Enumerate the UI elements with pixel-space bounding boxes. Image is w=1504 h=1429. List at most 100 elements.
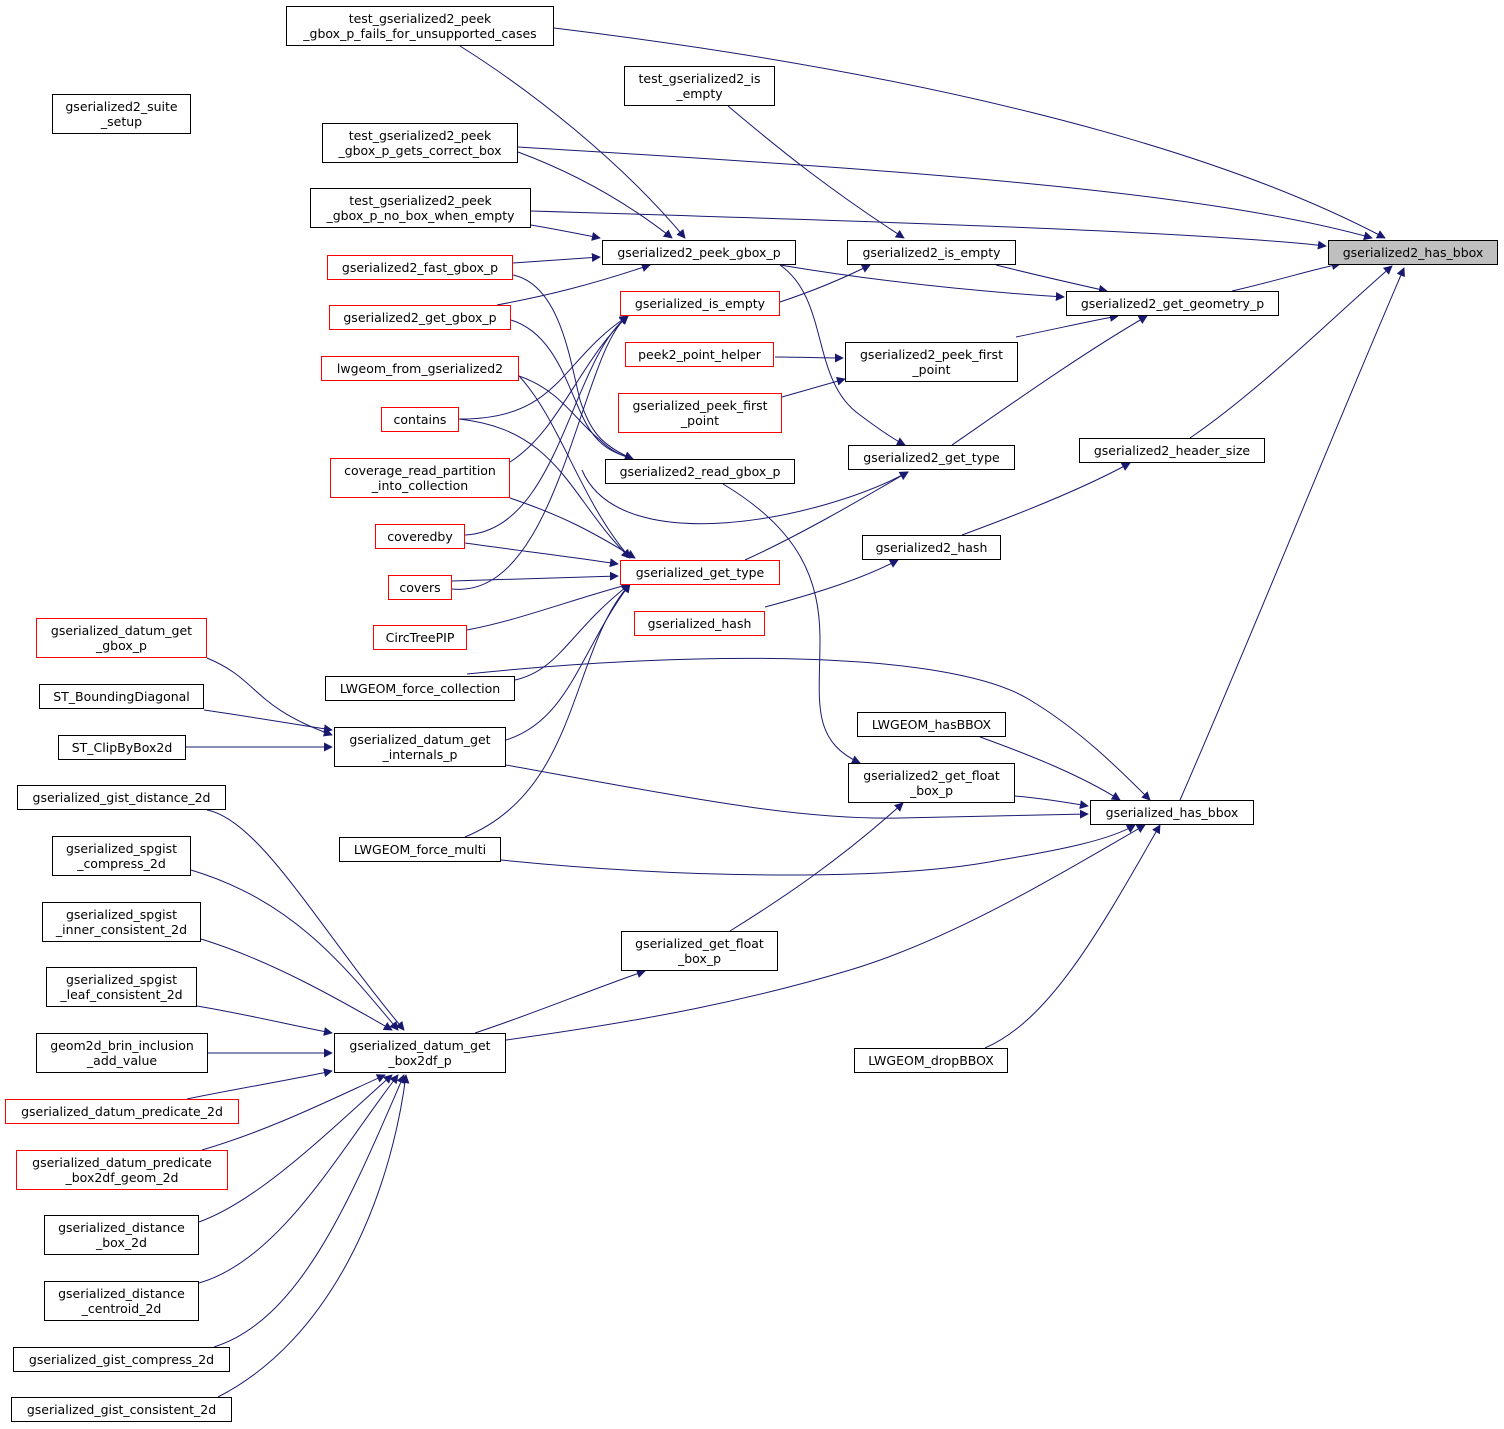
node-test-peek-gbox-p-no-box-when-empty[interactable]: test_gserialized2_peek _gbox_p_no_box_wh… [310,188,531,228]
call-edge [779,264,871,303]
call-edge [206,657,333,737]
call-edge [464,583,631,838]
node-lwgeom-force-multi[interactable]: LWGEOM_force_multi [339,837,501,862]
call-edge [518,375,634,461]
node-gserialized-datum-get-box2df-p[interactable]: gserialized_datum_get _box2df_p [334,1033,506,1073]
call-edge [505,583,631,741]
call-edge [464,315,629,536]
call-edge [727,105,905,239]
node-lwgeom-from-gserialized2[interactable]: lwgeom_from_gserialized2 [321,356,519,381]
node-contains[interactable]: contains [381,407,459,432]
node-gserialized-get-float-box-p[interactable]: gserialized_get_float _box_p [621,931,778,971]
node-gserialized2-header-size[interactable]: gserialized2_header_size [1079,438,1265,463]
call-edge [779,264,1065,301]
node-test-peek-gbox-p-fails-for-unsupported-cases[interactable]: test_gserialized2_peek _gbox_p_fails_for… [286,6,554,46]
node-st-boundingdiagonal[interactable]: ST_BoundingDiagonal [39,684,204,709]
node-gserialized-datum-predicate-box2df-geom-2d[interactable]: gserialized_datum_predicate _box2df_geom… [16,1150,228,1190]
node-gserialized-is-empty[interactable]: gserialized_is_empty [620,291,780,316]
node-gserialized-spgist-inner-consistent-2d[interactable]: gserialized_spgist _inner_consistent_2d [42,902,201,942]
call-edge [458,315,629,420]
node-coveredby[interactable]: coveredby [375,524,465,549]
call-edge [984,824,1161,1049]
node-gserialized2-get-gbox-p[interactable]: gserialized2_get_gbox_p [329,305,511,330]
node-gserialized2-has-bbox[interactable]: gserialized2_has_bbox [1328,240,1498,265]
node-gserialized2-fast-gbox-p[interactable]: gserialized2_fast_gbox_p [327,255,513,280]
node-gserialized-gist-distance-2d[interactable]: gserialized_gist_distance_2d [17,785,226,810]
call-edge [1014,795,1089,810]
node-gserialized-hash[interactable]: gserialized_hash [634,611,765,636]
call-edge [781,376,846,398]
node-coverage-read-partition-into-collection[interactable]: coverage_read_partition _into_collection [330,458,510,498]
call-edge [203,709,333,734]
node-gserialized2-get-float-box-p[interactable]: gserialized2_get_float _box_p [848,763,1015,803]
call-edge [995,264,1108,294]
call-edge [517,151,673,239]
call-edge [518,375,631,559]
node-gserialized-spgist-leaf-consistent-2d[interactable]: gserialized_spgist _leaf_consistent_2d [46,967,197,1007]
call-edge [530,210,1327,250]
node-circtreepip[interactable]: CircTreePIP [373,625,467,650]
call-edge [1231,261,1341,292]
call-edge [512,253,601,264]
node-gserialized2-hash[interactable]: gserialized2_hash [862,535,1001,560]
call-edge [722,483,861,764]
call-edge [1179,267,1405,801]
node-gserialized2-read-gbox-p[interactable]: gserialized2_read_gbox_p [605,459,795,484]
call-edge [961,462,1131,536]
call-edge [505,824,1146,1041]
call-edge [459,45,686,239]
call-edge [196,1005,333,1036]
call-edge [474,969,646,1034]
call-edge [729,802,904,932]
node-covers[interactable]: covers [388,575,452,600]
node-gserialized-spgist-compress-2d[interactable]: gserialized_spgist _compress_2d [52,836,191,876]
call-edge [509,497,636,559]
node-peek2-point-helper[interactable]: peek2_point_helper [625,342,774,367]
call-edge [514,583,631,681]
call-edge [764,559,899,608]
node-lwgeom-force-collection[interactable]: LWGEOM_force_collection [325,676,515,701]
call-edge [198,1074,399,1284]
node-gserialized-get-type[interactable]: gserialized_get_type [620,560,780,585]
call-edge [951,315,1148,446]
node-test-gserialized2-is-empty[interactable]: test_gserialized2_is _empty [624,66,775,106]
call-edge [198,1074,393,1223]
call-edge [206,809,405,1031]
call-edge [458,418,631,559]
node-gserialized-gist-consistent-2d[interactable]: gserialized_gist_consistent_2d [11,1397,232,1422]
node-gserialized-distance-centroid-2d[interactable]: gserialized_distance _centroid_2d [44,1281,199,1321]
call-edge [979,736,1121,801]
node-gserialized-datum-get-internals-p[interactable]: gserialized_datum_get _internals_p [334,727,506,767]
call-edge [213,1074,405,1348]
call-edge [186,1068,333,1100]
node-gserialized2-peek-gbox-p[interactable]: gserialized2_peek_gbox_p [602,240,796,265]
node-gserialized2-peek-first-point[interactable]: gserialized2_peek_first _point [845,342,1018,382]
node-test-peek-gbox-p-gets-correct-box[interactable]: test_gserialized2_peek _gbox_p_gets_corr… [322,123,518,163]
node-gserialized-has-bbox[interactable]: gserialized_has_bbox [1090,800,1254,825]
call-edge [200,938,393,1031]
node-st-clipbybox2d[interactable]: ST_ClipByBox2d [58,735,186,760]
call-edge [1015,312,1119,338]
node-lwgeom-hasbbox[interactable]: LWGEOM_hasBBOX [857,712,1006,737]
call-edge [190,869,399,1031]
call-edge [451,571,619,582]
node-gserialized2-get-geometry-p[interactable]: gserialized2_get_geometry_p [1066,291,1279,316]
node-gserialized2-get-type[interactable]: gserialized2_get_type [848,445,1015,470]
call-edge [509,315,629,463]
node-geom2d-brin-inclusion-add-value[interactable]: geom2d_brin_inclusion _add_value [36,1033,208,1073]
node-gserialized-peek-first-point[interactable]: gserialized_peek_first _point [618,393,782,433]
node-lwgeom-dropbbox[interactable]: LWGEOM_dropBBOX [854,1048,1008,1073]
node-gserialized-datum-predicate-2d[interactable]: gserialized_datum_predicate_2d [5,1099,239,1124]
node-gserialized-gist-compress-2d[interactable]: gserialized_gist_compress_2d [13,1347,230,1372]
call-edge [201,1074,386,1151]
node-gserialized2-is-empty[interactable]: gserialized2_is_empty [847,240,1016,265]
call-edge [466,657,1151,801]
call-edge [217,1074,410,1398]
node-gserialized2-suite-setup[interactable]: gserialized2_suite _setup [52,94,191,134]
call-edge [500,824,1136,876]
call-edge [553,27,1386,239]
node-gserialized-datum-get-gbox-p[interactable]: gserialized_datum_get _gbox_p [36,618,207,658]
node-gserialized-distance-box-2d[interactable]: gserialized_distance _box_2d [44,1215,199,1255]
